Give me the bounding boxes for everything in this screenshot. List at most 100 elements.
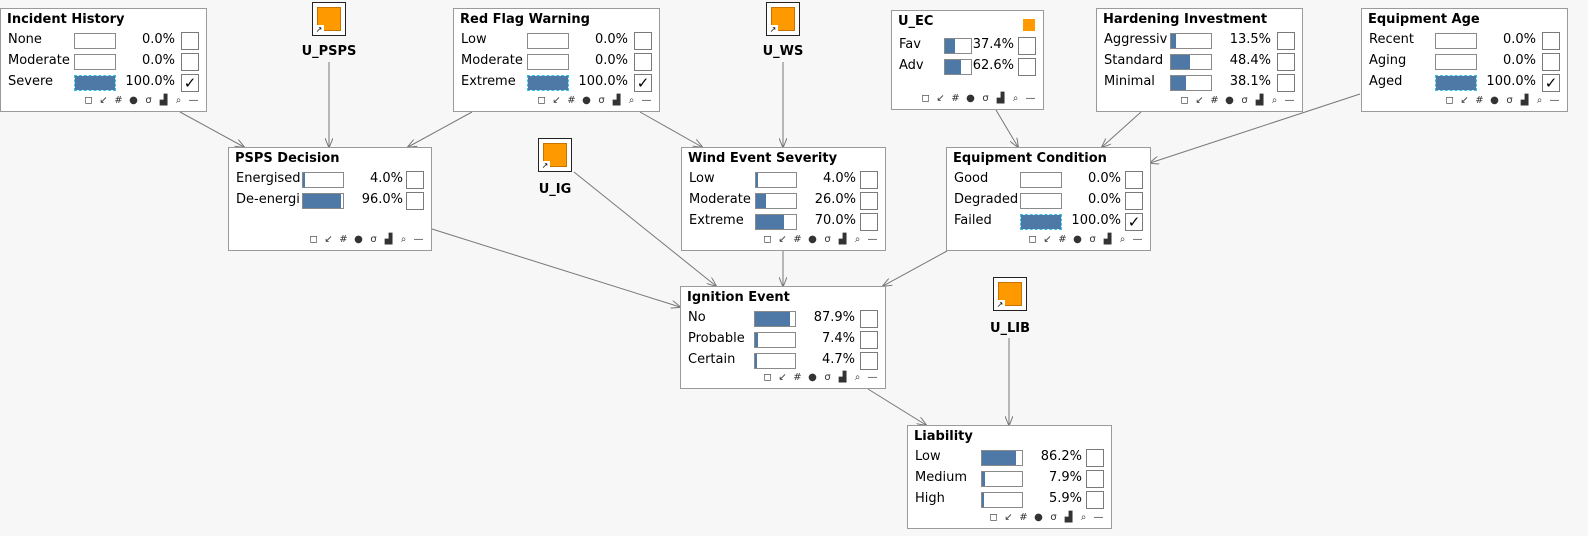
u-ws-node[interactable]: ↗ [766, 2, 800, 36]
arrow-icon[interactable]: ↙ [778, 372, 787, 383]
grid-icon[interactable]: # [1019, 512, 1028, 523]
zoom-icon[interactable]: ⌕ [1119, 234, 1126, 245]
sigma-icon[interactable]: σ [824, 234, 831, 245]
zoom-icon[interactable]: ⌕ [1080, 512, 1087, 523]
evidence-checkbox[interactable] [1542, 53, 1560, 71]
dot-icon[interactable]: ● [1034, 512, 1043, 523]
sigma-icon[interactable]: σ [982, 93, 989, 104]
zoom-icon[interactable]: ⌕ [175, 95, 182, 106]
chart-icon[interactable]: ▟ [1103, 234, 1112, 245]
node-frame-icon[interactable]: ◻ [1028, 234, 1037, 245]
evidence-checkbox[interactable] [860, 310, 878, 328]
minimize-icon[interactable]: — [1284, 95, 1295, 106]
node-frame-icon[interactable]: ◻ [989, 512, 998, 523]
evidence-checkbox[interactable]: ✓ [1542, 74, 1560, 92]
chart-icon[interactable]: ▟ [384, 234, 393, 245]
arrow-icon[interactable]: ↙ [936, 93, 945, 104]
evidence-checkbox[interactable] [1277, 53, 1295, 71]
arrow-icon[interactable]: ↙ [552, 95, 561, 106]
sigma-icon[interactable]: σ [1506, 95, 1513, 106]
evidence-checkbox[interactable] [1125, 192, 1143, 210]
node-frame-icon[interactable]: ◻ [84, 95, 93, 106]
grid-icon[interactable]: # [793, 372, 802, 383]
evidence-checkbox[interactable] [634, 32, 652, 50]
grid-icon[interactable]: # [1058, 234, 1067, 245]
u-psps-node[interactable]: ↗ [312, 2, 346, 36]
zoom-icon[interactable]: ⌕ [1012, 93, 1019, 104]
arrow-icon[interactable]: ↙ [1460, 95, 1469, 106]
node-frame-icon[interactable]: ◻ [763, 234, 772, 245]
evidence-checkbox[interactable] [1018, 37, 1036, 55]
evidence-checkbox[interactable] [181, 32, 199, 50]
evidence-checkbox[interactable] [1125, 171, 1143, 189]
sigma-icon[interactable]: σ [824, 372, 831, 383]
evidence-checkbox[interactable] [406, 192, 424, 210]
zoom-icon[interactable]: ⌕ [854, 372, 861, 383]
grid-icon[interactable]: # [951, 93, 960, 104]
evidence-checkbox[interactable] [860, 352, 878, 370]
evidence-checkbox[interactable] [1542, 32, 1560, 50]
minimize-icon[interactable]: — [1025, 93, 1036, 104]
evidence-checkbox[interactable] [860, 213, 878, 231]
node-frame-icon[interactable]: ◻ [1180, 95, 1189, 106]
chart-icon[interactable]: ▟ [1520, 95, 1529, 106]
u-lib-node[interactable]: ↗ [993, 277, 1027, 311]
chart-icon[interactable]: ▟ [996, 93, 1005, 104]
node-frame-icon[interactable]: ◻ [763, 372, 772, 383]
dot-icon[interactable]: ● [966, 93, 975, 104]
chart-icon[interactable]: ▟ [1064, 512, 1073, 523]
minimize-icon[interactable]: — [1549, 95, 1560, 106]
dot-icon[interactable]: ● [808, 234, 817, 245]
arrow-icon[interactable]: ↙ [1195, 95, 1204, 106]
minimize-icon[interactable]: — [641, 95, 652, 106]
sigma-icon[interactable]: σ [370, 234, 377, 245]
evidence-checkbox[interactable] [860, 331, 878, 349]
zoom-icon[interactable]: ⌕ [1271, 95, 1278, 106]
chart-icon[interactable]: ▟ [159, 95, 168, 106]
grid-icon[interactable]: # [793, 234, 802, 245]
minimize-icon[interactable]: — [413, 234, 424, 245]
dot-icon[interactable]: ● [808, 372, 817, 383]
minimize-icon[interactable]: — [1132, 234, 1143, 245]
node-frame-icon[interactable]: ◻ [309, 234, 318, 245]
evidence-checkbox[interactable] [1086, 449, 1104, 467]
minimize-icon[interactable]: — [1093, 512, 1104, 523]
evidence-checkbox[interactable] [181, 53, 199, 71]
grid-icon[interactable]: # [114, 95, 123, 106]
zoom-icon[interactable]: ⌕ [854, 234, 861, 245]
dot-icon[interactable]: ● [129, 95, 138, 106]
evidence-checkbox[interactable] [1277, 32, 1295, 50]
chart-icon[interactable]: ▟ [612, 95, 621, 106]
minimize-icon[interactable]: — [867, 372, 878, 383]
evidence-checkbox[interactable]: ✓ [634, 74, 652, 92]
grid-icon[interactable]: # [567, 95, 576, 106]
evidence-checkbox[interactable] [860, 171, 878, 189]
evidence-checkbox[interactable] [634, 53, 652, 71]
zoom-icon[interactable]: ⌕ [400, 234, 407, 245]
zoom-icon[interactable]: ⌕ [1536, 95, 1543, 106]
grid-icon[interactable]: # [339, 234, 348, 245]
evidence-checkbox[interactable] [406, 171, 424, 189]
sigma-icon[interactable]: σ [145, 95, 152, 106]
sigma-icon[interactable]: σ [1050, 512, 1057, 523]
dot-icon[interactable]: ● [1225, 95, 1234, 106]
node-frame-icon[interactable]: ◻ [921, 93, 930, 104]
arrow-icon[interactable]: ↙ [99, 95, 108, 106]
u-ig-node[interactable]: ↗ [538, 138, 572, 172]
node-frame-icon[interactable]: ◻ [537, 95, 546, 106]
grid-icon[interactable]: # [1210, 95, 1219, 106]
evidence-checkbox[interactable] [1086, 470, 1104, 488]
sigma-icon[interactable]: σ [1241, 95, 1248, 106]
evidence-checkbox[interactable] [860, 192, 878, 210]
dot-icon[interactable]: ● [354, 234, 363, 245]
evidence-checkbox[interactable] [1086, 491, 1104, 509]
arrow-icon[interactable]: ↙ [324, 234, 333, 245]
chart-icon[interactable]: ▟ [838, 372, 847, 383]
sigma-icon[interactable]: σ [1089, 234, 1096, 245]
dot-icon[interactable]: ● [582, 95, 591, 106]
